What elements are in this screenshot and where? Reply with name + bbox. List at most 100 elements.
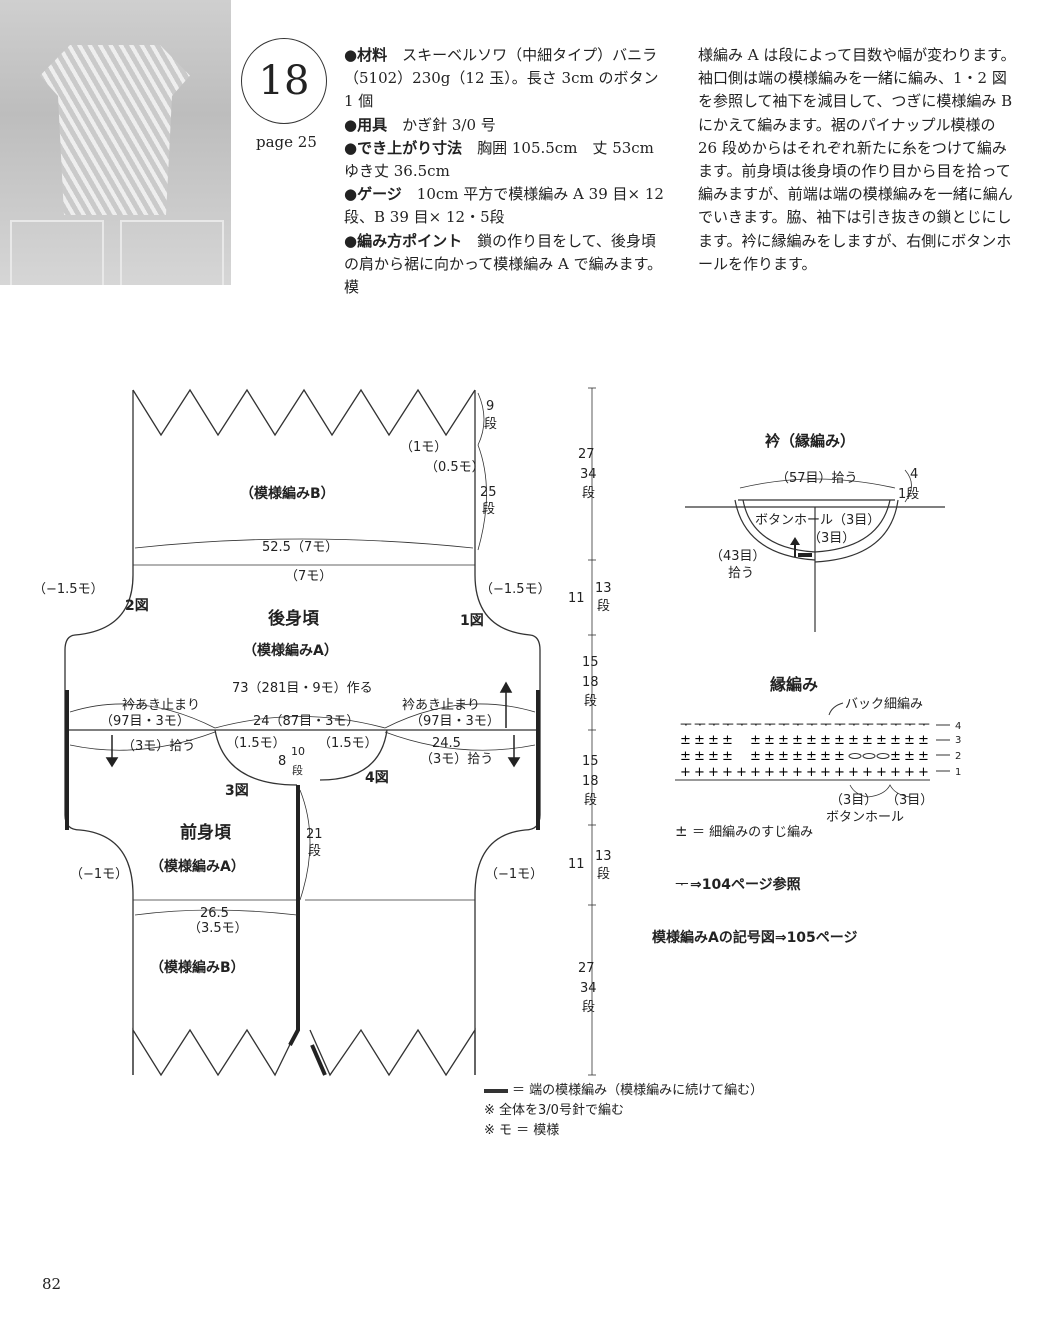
stitch-symbol: + bbox=[722, 765, 733, 780]
stitch-symbol: ± bbox=[764, 749, 775, 764]
stitch-symbol: ± bbox=[722, 749, 733, 764]
collar-rows-4: 4 bbox=[910, 467, 918, 482]
rows-18-top: 18 bbox=[582, 675, 599, 690]
page-reference: page 25 bbox=[256, 133, 317, 151]
stitch-symbol: ± bbox=[904, 749, 915, 764]
ref-page-104: ⇒104ページ参照 bbox=[690, 876, 801, 893]
dim-10-rows: 10 bbox=[291, 745, 305, 758]
stitch-symbol: ± bbox=[820, 733, 831, 748]
dim-24: 24（87目・3モ） bbox=[253, 714, 359, 729]
vertical-dimensions: 27 34 段 11 13 段 15 18 段 15 18 段 11 13 段 … bbox=[568, 447, 612, 1015]
dec-left-1: （−1モ） bbox=[70, 867, 128, 882]
stitch-symbol: ± bbox=[750, 733, 761, 748]
ref-page-105: 模様編みAの記号図⇒105ページ bbox=[652, 929, 858, 946]
materials-text: スキーベルソワ（中細タイプ）バニラ（5102）230g（12 玉）。長さ 3cm… bbox=[344, 46, 659, 111]
collar-diagram: 衿（縁編み） （57目）拾う 4 1段 ボタンホール（3目） （3目） （43目… bbox=[685, 432, 945, 632]
collar-rows-1: 1段 bbox=[898, 487, 919, 502]
stitch-symbol: ± bbox=[834, 733, 845, 748]
stitch-symbol: ᅮ bbox=[890, 718, 902, 733]
edge-pattern-swatch bbox=[484, 1088, 508, 1093]
dim-1-5-left: （1.5モ） bbox=[226, 736, 286, 751]
rows-34-bottom: 34 bbox=[580, 981, 597, 996]
rows-34-top: 34 bbox=[580, 467, 597, 482]
row-label-1: 1 bbox=[955, 767, 961, 778]
dim-chain: 73（281目・9モ）作る bbox=[232, 681, 373, 696]
stitch-symbol: ± bbox=[848, 733, 859, 748]
stitch-symbol: ± bbox=[778, 733, 789, 748]
stitch-symbol: ± bbox=[708, 733, 719, 748]
dim-15-bottom: 15 bbox=[582, 754, 599, 769]
stitch-symbol: + bbox=[736, 765, 747, 780]
dim-26-5: 26.5 bbox=[200, 906, 229, 921]
stitch-symbol: ᅮ bbox=[750, 718, 762, 733]
rows-unit: 段 bbox=[482, 502, 495, 517]
stitch-symbol: ᅮ bbox=[708, 718, 720, 733]
pick-up-right: （3モ）拾う bbox=[420, 752, 493, 767]
stitch-symbol: + bbox=[834, 765, 845, 780]
stitch-symbol: ᅮ bbox=[820, 718, 832, 733]
dim-15-top: 15 bbox=[582, 655, 599, 670]
instructions-text: 鎖の作り目をして、後身頃の肩から裾に向かって模様編み A で編みます。模 bbox=[344, 231, 663, 297]
stitch-symbol: + bbox=[904, 765, 915, 780]
legend-sc: ＝ 細編みのすじ編み bbox=[692, 824, 813, 840]
instructions-start: ●編み方ポイント 鎖の作り目をして、後身頃の肩から裾に向かって模様編み A で編… bbox=[344, 230, 664, 300]
collar-pick-label: 拾う bbox=[728, 566, 754, 581]
front-title: 前身頃 bbox=[180, 822, 232, 843]
stitch-symbol: + bbox=[848, 765, 859, 780]
stitch-symbol: ± bbox=[876, 733, 887, 748]
stitch-symbol: + bbox=[764, 765, 775, 780]
stitch-symbol: ± bbox=[890, 749, 901, 764]
materials-column: ●材料 スキーベルソワ（中細タイプ）バニラ（5102）230g（12 玉）。長さ… bbox=[344, 44, 664, 299]
stitch-symbol: ± bbox=[694, 733, 705, 748]
back-pattern-b-label: （模様編みB） bbox=[240, 485, 335, 502]
finished-size-text: 胸囲 105.5cm 丈 53cm ゆき丈 36.5cm bbox=[344, 138, 654, 181]
dim-0-5mo: （0.5モ） bbox=[425, 460, 485, 475]
rows-25: 25 bbox=[480, 485, 497, 500]
pick-up-left: （3モ）拾う bbox=[122, 739, 195, 754]
stitch-symbol: ± bbox=[806, 749, 817, 764]
dec-right-1: （−1モ） bbox=[485, 867, 543, 882]
fig-4-label: 4図 bbox=[365, 770, 389, 786]
dimension-lines bbox=[69, 387, 596, 1076]
dim-97-left: （97目・3モ） bbox=[100, 714, 190, 729]
neck-stop-right: 衿あき止まり bbox=[402, 698, 480, 713]
stitch-symbol: ± bbox=[764, 733, 775, 748]
tools: ●用具 かぎ針 3/0 号 bbox=[344, 114, 664, 137]
row-label-3: 3 bbox=[955, 735, 961, 746]
edging-title: 縁編み bbox=[770, 675, 818, 694]
stitch-symbol: ± bbox=[778, 749, 789, 764]
neck-stop-left: 衿あき止まり bbox=[122, 698, 200, 713]
stitch-symbol: ᅮ bbox=[848, 718, 860, 733]
materials-label: ●材料 bbox=[344, 46, 388, 64]
stitch-symbol: ᅮ bbox=[918, 718, 930, 733]
fig-2-label: 2図 bbox=[125, 598, 149, 614]
rows-unit: 段 bbox=[597, 599, 610, 614]
edge-pattern-marks bbox=[65, 690, 540, 1076]
stitch-symbol: ± bbox=[708, 749, 719, 764]
stitch-symbol: ± bbox=[918, 749, 929, 764]
tools-label: ●用具 bbox=[344, 115, 388, 134]
collar-buttonhole: ボタンホール（3目） bbox=[755, 513, 880, 528]
stitch-symbol: ± bbox=[680, 749, 691, 764]
stitch-symbol: + bbox=[876, 765, 887, 780]
dim-width-52: 52.5（7モ） bbox=[262, 540, 338, 555]
tools-text: かぎ針 3/0 号 bbox=[387, 115, 496, 134]
stitch-symbol: ᅮ bbox=[778, 718, 790, 733]
row-label-4: 4 bbox=[955, 721, 961, 732]
row-label-2: 2 bbox=[955, 751, 961, 762]
stitch-symbol: ± bbox=[792, 733, 803, 748]
back-pattern-a-label: （模様編みA） bbox=[243, 642, 338, 659]
back-sc-label: バック細編み bbox=[845, 696, 923, 712]
stitch-symbol: ± bbox=[680, 733, 691, 748]
stitch-symbol: + bbox=[750, 765, 761, 780]
pattern-number: 18 bbox=[241, 38, 327, 124]
note-mo: ※ モ ＝ 模様 bbox=[484, 1123, 560, 1138]
gauge-text: 10cm 平方で模様編み A 39 目× 12 段、B 39 目× 12・5段 bbox=[344, 185, 664, 227]
dim-11-bottom: 11 bbox=[568, 857, 585, 872]
back-sc-symbol: ᅮ bbox=[675, 875, 689, 893]
stitch-symbol: ± bbox=[792, 749, 803, 764]
stitch-symbol: ᅮ bbox=[806, 718, 818, 733]
stitch-symbol: ᅮ bbox=[764, 718, 776, 733]
